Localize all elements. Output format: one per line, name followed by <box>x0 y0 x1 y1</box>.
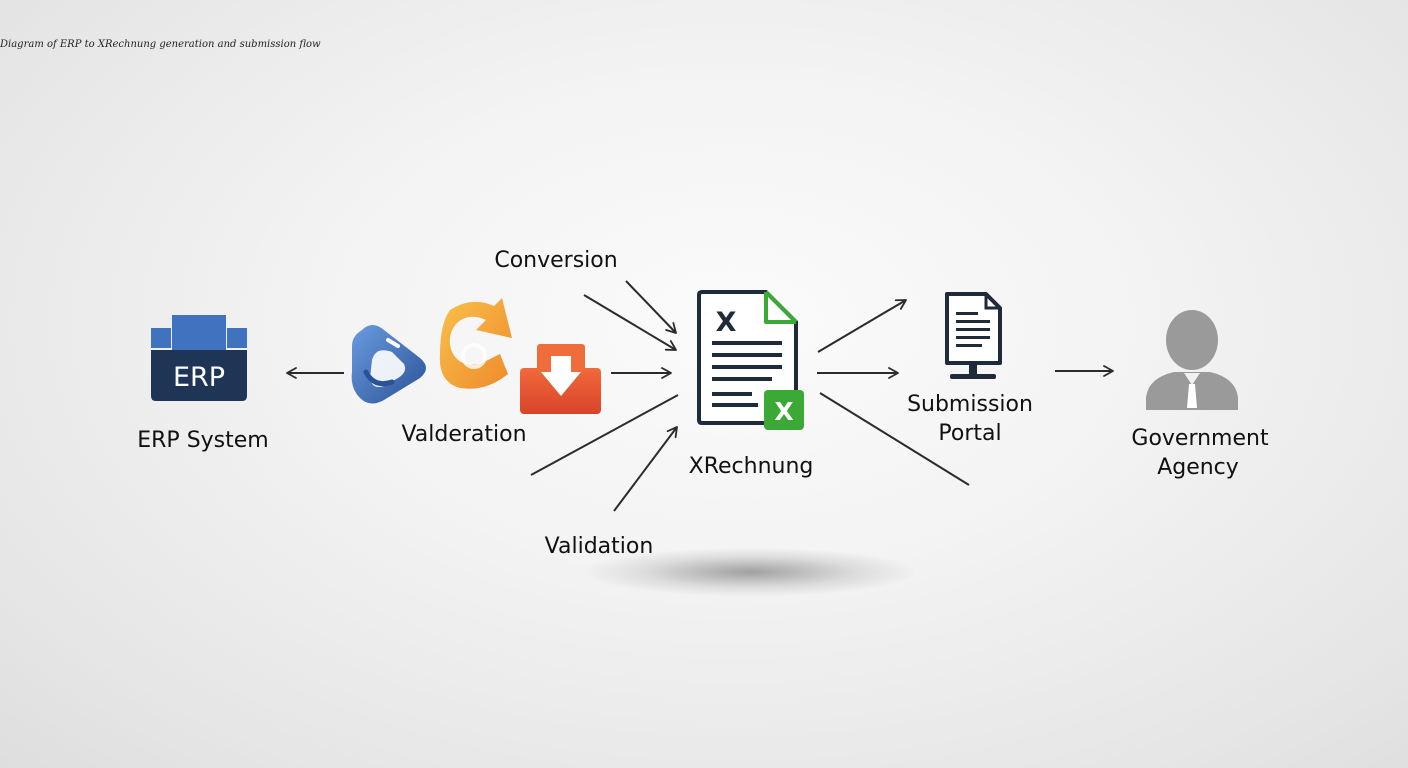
download-tray-icon <box>520 344 601 414</box>
erp-system-label: ERP System <box>137 428 268 453</box>
submission-portal-label-line1: Submission <box>907 392 1033 417</box>
valderation-label: Valderation <box>401 422 526 447</box>
floor-shadow <box>585 548 915 596</box>
erp-icon-text: ERP <box>173 362 225 393</box>
arrow-xrechnung-up-right <box>817 299 907 353</box>
erp-icon: ERP <box>151 315 247 401</box>
figure-caption: Diagram of ERP to XRechnung generation a… <box>0 39 321 50</box>
person-icon <box>1146 310 1238 410</box>
arrow-xrechnung-down-right <box>819 392 970 486</box>
government-agency-label-line1: Government <box>1131 426 1269 451</box>
arrow-conversion-upper <box>625 280 677 334</box>
xrechnung-badge-letter: X <box>774 397 793 426</box>
xrechnung-label: XRechnung <box>689 454 814 479</box>
conversion-label: Conversion <box>494 248 617 273</box>
xrechnung-doc-letter: X <box>716 307 737 338</box>
submission-portal-label-line2: Portal <box>938 421 1001 446</box>
government-agency-label-line2: Agency <box>1157 455 1239 480</box>
loop-arrow-icon <box>351 325 426 404</box>
arrow-validation-left <box>530 394 679 476</box>
xrechnung-document-icon: X X <box>697 290 804 430</box>
arrow-validation-up <box>613 426 678 512</box>
monitor-document-icon <box>945 292 1002 379</box>
validation-label: Validation <box>545 534 654 559</box>
arrow-conversion-lower <box>583 294 677 351</box>
refresh-cycle-icon <box>439 298 512 389</box>
